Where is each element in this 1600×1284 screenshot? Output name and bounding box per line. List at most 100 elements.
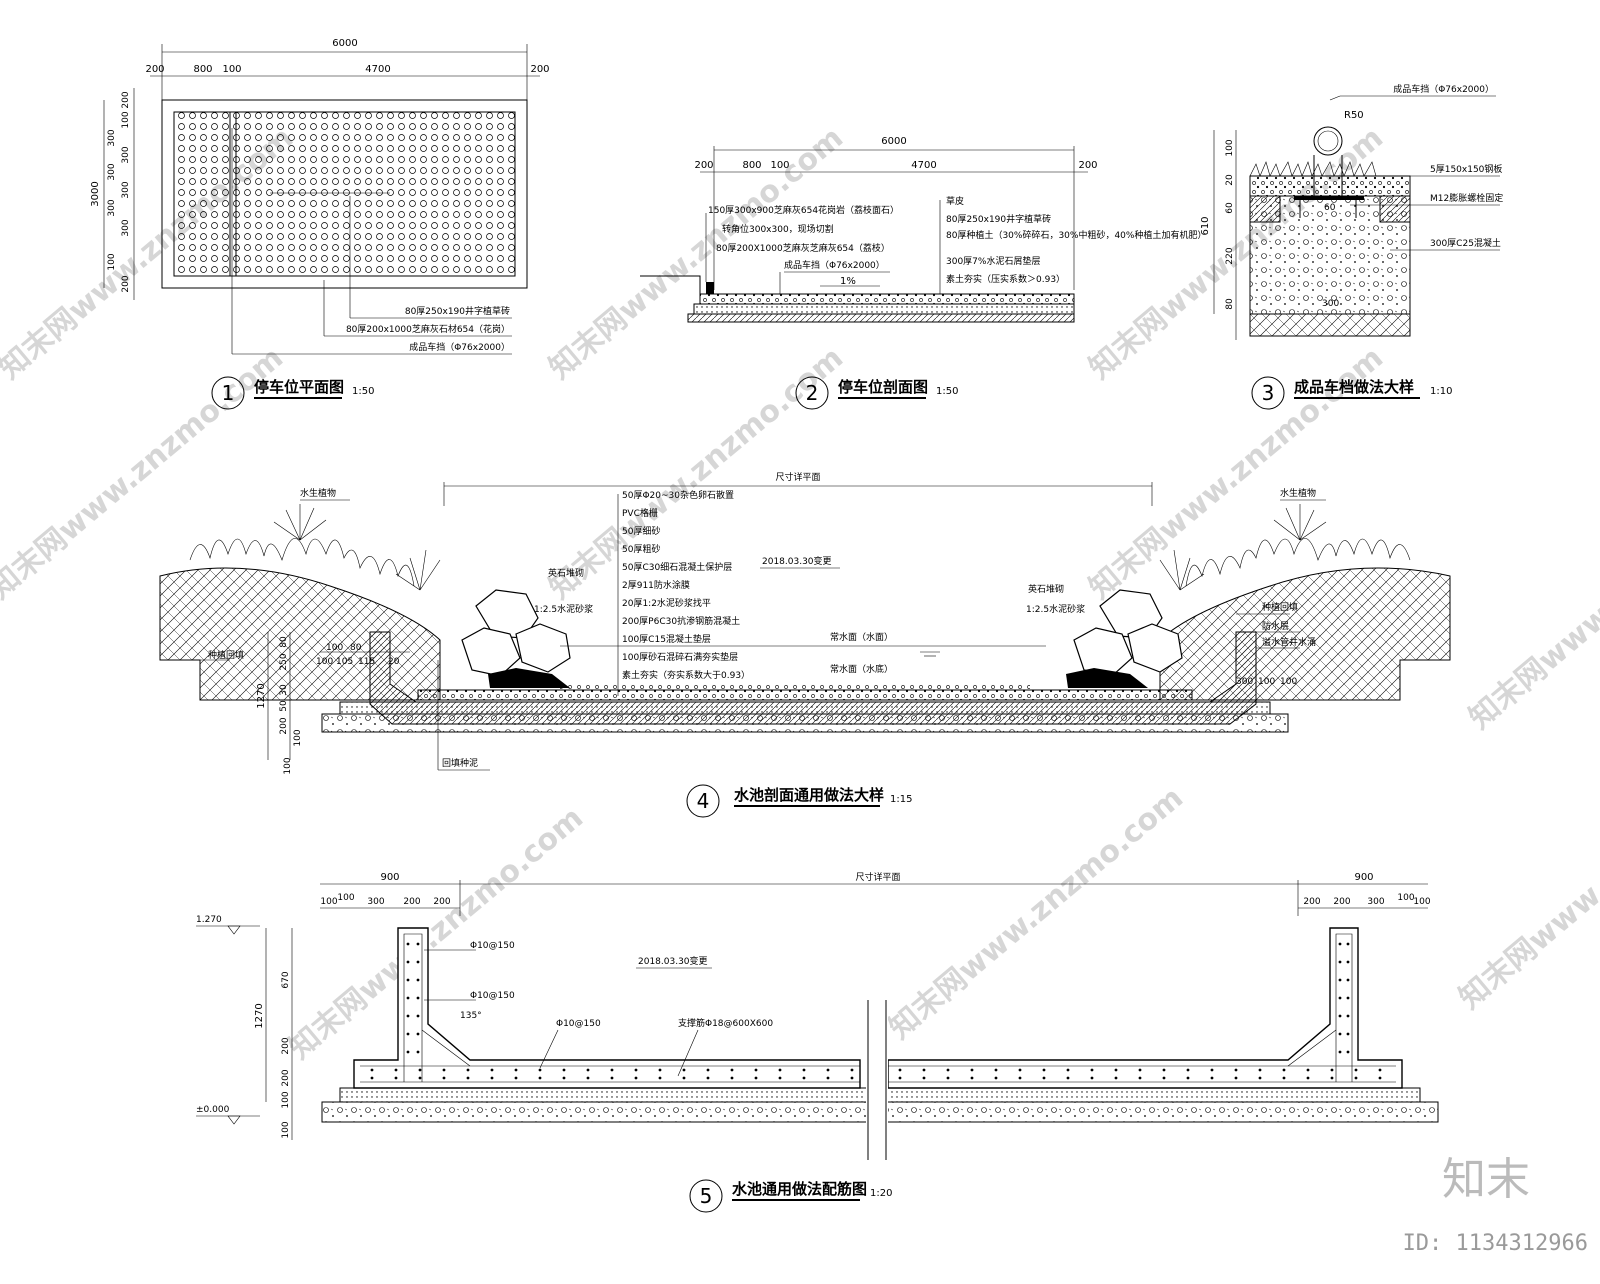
bollard-note-3: 300厚C25混凝土 (1430, 237, 1501, 249)
section-dim-4: 4700 (911, 160, 936, 171)
rebar-dot (1042, 1076, 1046, 1080)
section-right-note-3: 80厚种植土（30%碎碎石，30%中粗砂，40%种植土加有机肥） (946, 229, 1206, 241)
plan-left-dim: 300 (107, 199, 117, 216)
rebar-vert-dim: 100 (281, 1121, 291, 1138)
rebar-dot (416, 1050, 420, 1054)
rebar-dot (1282, 1068, 1286, 1072)
pool-top-dim: 尺寸详平面 (775, 471, 820, 483)
view-4-number-circle (686, 784, 720, 818)
view-2-number-circle (795, 376, 829, 410)
pool-right-dim-2: 100 (1258, 677, 1275, 687)
rebar-dot (1330, 1076, 1334, 1080)
rebar-dot (416, 978, 420, 982)
rebar-right-dim: 300 (1367, 897, 1384, 907)
view-pool-rebar: 尺寸详平面 900 900 100 100 300 200 200 200 20… (196, 871, 1439, 1213)
pool-gravel-base (321, 713, 1289, 733)
view-4-scale: 1:15 (890, 794, 912, 805)
pool-layer-note: 2厚911防水涂膜 (622, 579, 690, 591)
rebar-dot (1042, 1068, 1046, 1072)
rebar-dot (406, 1032, 410, 1036)
view-parking-section: 6000 200 800 100 4700 200 150厚300x900芝麻灰… (640, 136, 1206, 410)
rebar-right-dim: 100 (1397, 893, 1414, 903)
section-soil-layer (693, 303, 1075, 315)
rebar-dot (1338, 1050, 1342, 1054)
rebar-dot (778, 1068, 782, 1072)
rebar-dot (922, 1076, 926, 1080)
view-4-title: 水池剖面通用做法大样 (734, 786, 884, 804)
rebar-left-top: 900 (380, 872, 399, 883)
pool-water-bottom: 常水面（水底） (830, 663, 893, 675)
rebar-dot (1090, 1076, 1094, 1080)
pool-right-rock-stack (1066, 589, 1183, 688)
pool-pebble-layer (417, 689, 1193, 701)
bollard-radius: R50 (1344, 110, 1364, 121)
pool-bottom-note: 回填种泥 (442, 757, 478, 769)
rebar-dot (1210, 1068, 1214, 1072)
section-right-note-2: 80厚250x190井字植草砖 (946, 213, 1051, 225)
view-5-number-circle (689, 1179, 723, 1213)
section-left-note-3: 80厚200X1000芝麻灰芝麻灰654（荔枝） (716, 242, 890, 254)
watermark-text: 知末网www.znzmo.com (0, 340, 290, 606)
pool-layer-note: 50厚C30细石混凝土保护层 (622, 561, 732, 573)
rebar-dot (1338, 978, 1342, 982)
view-parking-plan: 6000 200 800 100 4700 200 3000 200 100 3… (90, 38, 550, 410)
rebar-dot (1346, 978, 1350, 982)
section-right-note-4: 300厚7%水泥石屑垫层 (946, 255, 1040, 267)
pool-right-note-2: 防水层 (1262, 620, 1289, 632)
rebar-left-dim: 200 (433, 897, 450, 907)
rebar-support: 支撑筋Φ18@600X600 (678, 1017, 773, 1029)
bollard-soil (1249, 313, 1411, 337)
rebar-dot (1338, 942, 1342, 946)
pool-stone-right: 英石堆砌 (1028, 583, 1064, 595)
rebar-dot (994, 1068, 998, 1072)
view-3-title: 成品车档做法大样 (1294, 378, 1414, 396)
rebar-dot (416, 1032, 420, 1036)
plan-top-dim-5: 200 (530, 64, 549, 75)
pool-layer-note: 50厚粗砂 (622, 543, 660, 555)
rebar-dot (1346, 1014, 1350, 1018)
pool-left-dim: 250 (279, 653, 289, 670)
bollard-inner-2: 300 (1322, 299, 1339, 309)
rebar-vert-dim: 100 (281, 1091, 291, 1108)
pool-top-small-dim: 105 (336, 657, 353, 667)
rebar-dot (610, 1076, 614, 1080)
plan-note-3: 成品车挡（Φ76x2000） (409, 341, 510, 353)
plan-top-dim-4: 4700 (365, 64, 390, 75)
rebar-dot (406, 996, 410, 1000)
pool-left-dim: 80 (279, 636, 289, 648)
rebar-dot (706, 1076, 710, 1080)
rebar-dot (1114, 1068, 1118, 1072)
pool-layer-note: 100厚砂石混碎石满夯实垫层 (622, 651, 738, 663)
pool-left-dim-total: 1270 (256, 683, 267, 708)
rebar-vert-total: 1270 (254, 1003, 265, 1028)
rebar-dot (490, 1068, 494, 1072)
view-2-title: 停车位剖面图 (838, 378, 928, 396)
view-3-number: 3 (1262, 381, 1275, 405)
rebar-dot (586, 1068, 590, 1072)
rebar-dot (802, 1068, 806, 1072)
rebar-dot (1354, 1076, 1358, 1080)
rebar-dot (970, 1068, 974, 1072)
bollard-inner-1: 60 (1324, 203, 1336, 213)
pool-layer-note: 100厚C15混凝土垫层 (622, 633, 711, 645)
pool-plant-right: 水生植物 (1280, 487, 1316, 499)
plan-left-dim: 300 (121, 181, 131, 198)
pool-water-top: 常水面（水面） (830, 631, 893, 643)
rebar-angle: 135° (460, 1011, 482, 1021)
section-right-note-5: 素土夯实（压实系数＞0.93） (946, 273, 1065, 285)
rebar-dot (418, 1076, 422, 1080)
view-2-number: 2 (806, 381, 819, 405)
pool-right-soil-mound (1159, 567, 1451, 701)
pool-mortar-left: 1:2.5水泥砂浆 (534, 603, 593, 615)
rebar-dot (1186, 1068, 1190, 1072)
rebar-bar-3: Φ10@150 (556, 1019, 601, 1029)
section-right-note-1: 草皮 (946, 195, 964, 207)
rebar-dot (1138, 1068, 1142, 1072)
plan-left-total: 3000 (90, 181, 101, 206)
section-left-note-4: 成品车挡（Φ76x2000） (784, 259, 885, 271)
pool-right-dim-3: 100 (1280, 677, 1297, 687)
bollard-concrete-footing (1249, 195, 1411, 315)
brand-logo: 知末 (1442, 1154, 1530, 1205)
rebar-dot (466, 1076, 470, 1080)
rebar-dot (1282, 1076, 1286, 1080)
